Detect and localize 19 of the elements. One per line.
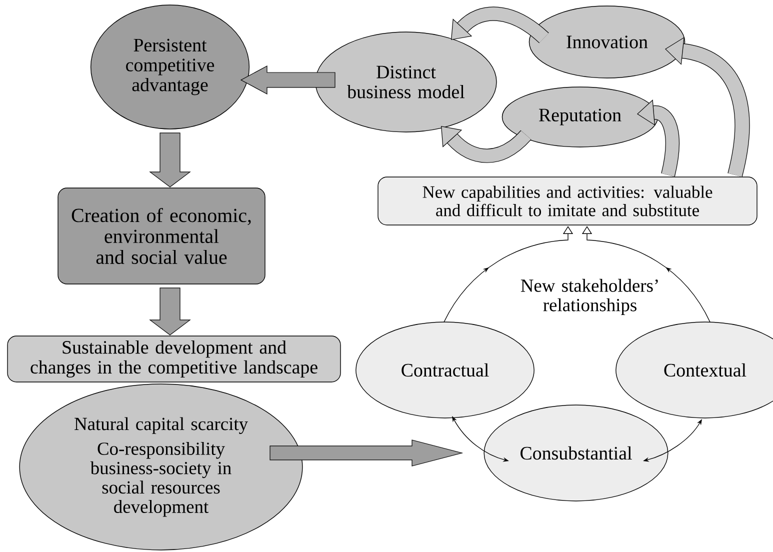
oval-node: Natural capital scarcity Co-responsibility business-society in social resources development (19, 384, 303, 550)
block-arrow (240, 65, 336, 94)
oval-node: Persistent competitive advantage (90, 4, 250, 130)
loop-label: New stakeholders’ relationships (520, 278, 658, 316)
rounded-box: Sustainable development and changes in the competitive landscape (7, 336, 341, 382)
connector-arc (582, 226, 710, 322)
oval-node: Distinct business model (315, 32, 497, 132)
oval-node: Contextual (616, 322, 773, 418)
curved-arrow (637, 100, 680, 176)
block-arrow (149, 132, 191, 188)
block-arrow (149, 288, 191, 336)
oval-node: Innovation (528, 6, 686, 78)
block-arrow (270, 440, 464, 466)
oval-node: Contractual (356, 322, 534, 418)
oval-node: Consubstantial (484, 404, 668, 502)
rounded-box: New capabilities and activities: valuable and difficult to imitate and substitute (378, 176, 758, 226)
curved-arrow (451, 6, 549, 44)
oval-node: Reputation (502, 86, 658, 148)
rounded-box: Creation of economic, environmental and social value (58, 188, 266, 284)
